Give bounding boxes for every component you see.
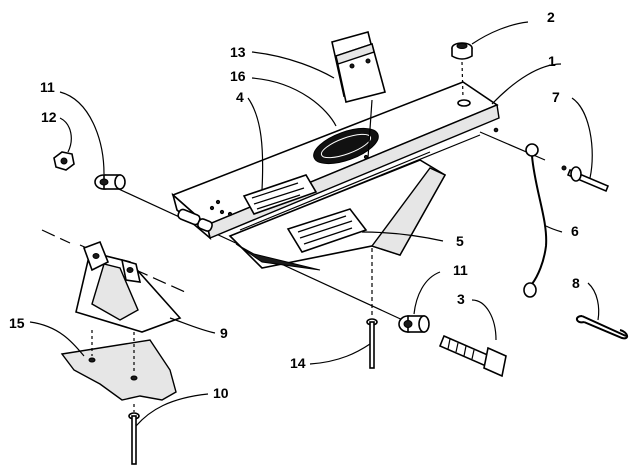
warning-decal	[242, 174, 318, 215]
callout-9: 9	[220, 325, 228, 341]
hairpin-clip	[576, 315, 628, 340]
right-bushing	[398, 315, 430, 333]
callout-2: 2	[547, 9, 555, 25]
callout-6: 6	[571, 223, 579, 239]
underside-decal	[286, 208, 368, 253]
callout-11-right: 11	[453, 262, 468, 278]
lanyard-cable	[523, 143, 548, 298]
hinge-bolt	[438, 334, 507, 378]
left-nut	[53, 151, 75, 171]
left-bushing	[94, 174, 126, 190]
clevis-pin	[561, 165, 610, 193]
callout-12: 12	[41, 109, 57, 125]
callout-15: 15	[9, 315, 25, 331]
callout-5: 5	[456, 233, 464, 249]
tool-pouch	[331, 31, 386, 159]
callout-labels: 1 2 3 4 5 6 7 8 9 10 11 11 12 13 14 15 1…	[9, 9, 580, 401]
drop-pin	[366, 248, 378, 369]
hitch-bracket	[75, 240, 182, 333]
callout-16: 16	[230, 68, 246, 84]
callout-14: 14	[290, 355, 306, 371]
callout-7: 7	[552, 89, 560, 105]
callout-3: 3	[457, 291, 465, 307]
callout-13: 13	[230, 44, 246, 60]
plate-skid	[235, 243, 321, 271]
callout-1: 1	[548, 53, 556, 69]
hinge-knuckles	[177, 208, 213, 232]
callout-4: 4	[236, 89, 244, 105]
callout-8: 8	[572, 275, 580, 291]
mounting-plate	[60, 330, 177, 401]
mounting-bolt	[128, 404, 140, 465]
top-nut	[451, 42, 473, 99]
callout-11-left: 11	[40, 79, 55, 95]
callout-10: 10	[213, 385, 229, 401]
logo-decal	[313, 127, 379, 165]
leader-lines	[29, 21, 600, 427]
